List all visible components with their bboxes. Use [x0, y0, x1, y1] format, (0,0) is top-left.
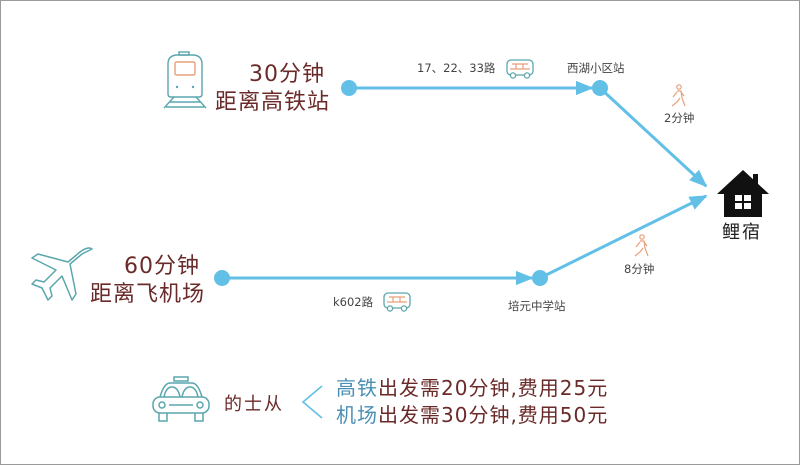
airport-bus-lines: k602路 [333, 295, 374, 309]
train-walk-line [598, 86, 708, 188]
bus-icon [383, 292, 411, 312]
peiyuan-stop-dot [532, 270, 548, 286]
airport-walk-time: 8分钟 [624, 262, 655, 276]
peiyuan-stop-label: 培元中学站 [508, 299, 566, 313]
taxi-train-detail: 出发需20分钟,费用25元 [378, 376, 609, 400]
taxi-label: 的士从 [224, 394, 284, 415]
walking-person-icon [634, 234, 649, 257]
brace-less-than [301, 385, 323, 419]
taxi-from-airport: 机场 [336, 403, 378, 427]
airport-walk-line [539, 194, 708, 280]
train-bus-lines: 17、22、33路 [417, 61, 496, 75]
train-origin-dot [341, 80, 357, 96]
airport-origin-label: 距离飞机场 [90, 282, 206, 307]
train-duration: 30分钟 [249, 62, 325, 87]
airport-origin-dot [214, 270, 230, 286]
taxi-option-train: 高铁出发需20分钟,费用25元 [336, 376, 608, 400]
taxi-airport-detail: 出发需30分钟,费用50元 [378, 403, 609, 427]
airplane-icon [31, 247, 93, 301]
train-walk-time: 2分钟 [664, 111, 695, 125]
destination-label: 鲤宿 [722, 222, 762, 243]
train-icon [163, 51, 207, 109]
house-icon [717, 170, 769, 217]
airport-duration: 60分钟 [124, 254, 200, 279]
taxi-icon [152, 376, 210, 422]
walking-person-icon [671, 84, 686, 107]
taxi-from-train: 高铁 [336, 376, 378, 400]
bus-icon [506, 59, 534, 79]
train-origin-label: 距离高铁站 [215, 90, 331, 115]
xihu-stop-dot [592, 80, 608, 96]
xihu-stop-label: 西湖小区站 [567, 61, 625, 75]
taxi-option-airport: 机场出发需30分钟,费用50元 [336, 403, 608, 427]
